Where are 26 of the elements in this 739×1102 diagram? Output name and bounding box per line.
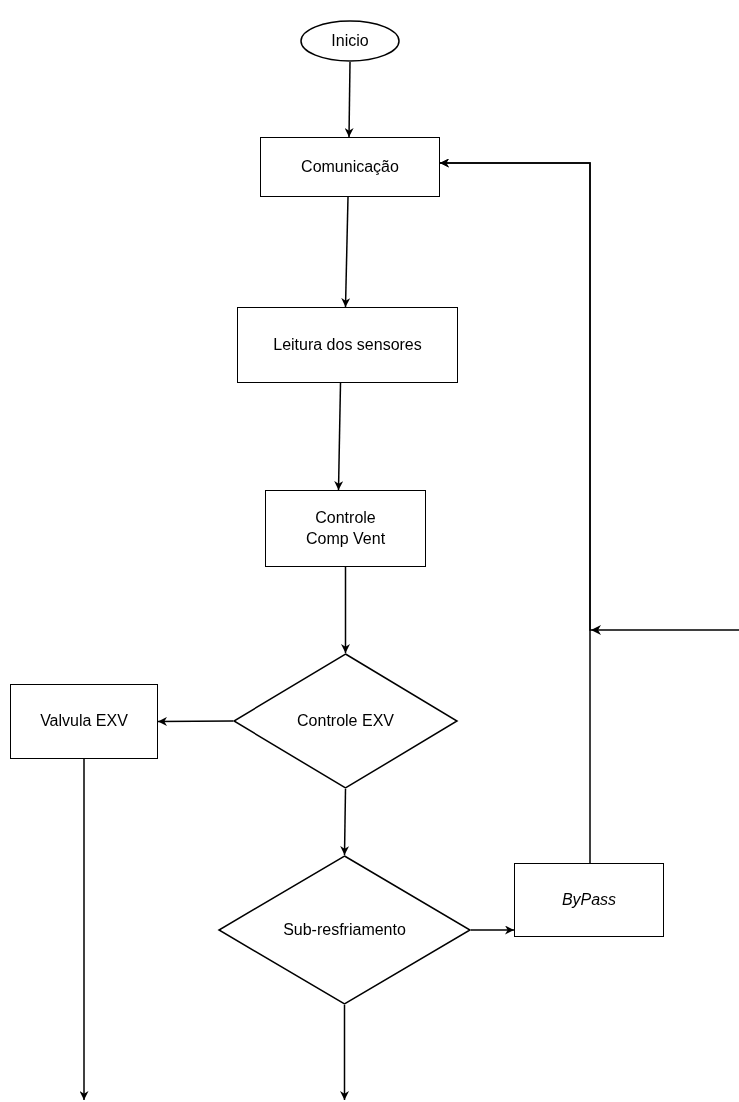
node-text: Leitura dos sensores xyxy=(273,334,422,355)
arrow xyxy=(340,1004,349,1101)
node-text: Controle Comp Vent xyxy=(304,507,387,549)
node-text: Sub-resfriamento xyxy=(283,919,406,940)
arrow xyxy=(334,382,344,491)
arrow xyxy=(344,61,354,138)
node-text: ByPass xyxy=(561,889,617,910)
start-ellipse xyxy=(300,20,400,62)
arrow xyxy=(341,566,350,654)
process-box xyxy=(237,307,458,383)
arrow xyxy=(341,196,351,308)
arrow xyxy=(157,716,234,726)
node-text: Comunicação xyxy=(301,156,399,177)
arrow xyxy=(340,788,350,856)
decision-diamond xyxy=(218,855,471,1005)
node-text: Inicio xyxy=(331,30,369,51)
process-box xyxy=(265,490,426,567)
arrow xyxy=(79,758,89,1101)
arrow xyxy=(470,925,515,935)
node-text: Valvula EXV xyxy=(40,711,128,732)
decision-diamond xyxy=(233,653,458,789)
arrow xyxy=(439,158,739,631)
process-box xyxy=(514,863,664,937)
node-text: Controle EXV xyxy=(297,710,394,731)
process-box xyxy=(260,137,440,197)
process-box xyxy=(10,684,158,759)
